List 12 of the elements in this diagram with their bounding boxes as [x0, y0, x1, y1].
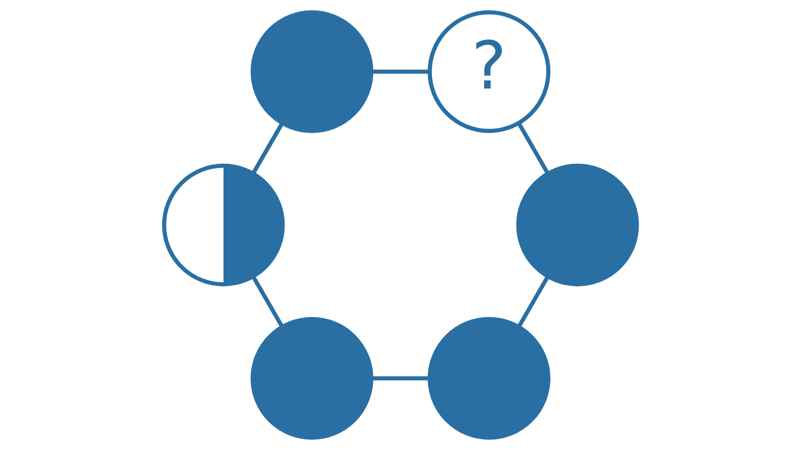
- node-circle: ?: [427, 10, 550, 134]
- connector: [516, 122, 550, 174]
- connector: [250, 122, 284, 175]
- node-circle: [250, 316, 373, 440]
- node-circle: [516, 164, 638, 286]
- connector: [370, 70, 429, 74]
- connector: [371, 376, 430, 380]
- connector: [250, 276, 284, 328]
- node-circle: [427, 316, 550, 440]
- connector: [516, 275, 550, 328]
- node-circle: [250, 10, 373, 134]
- node-circle: [162, 164, 284, 286]
